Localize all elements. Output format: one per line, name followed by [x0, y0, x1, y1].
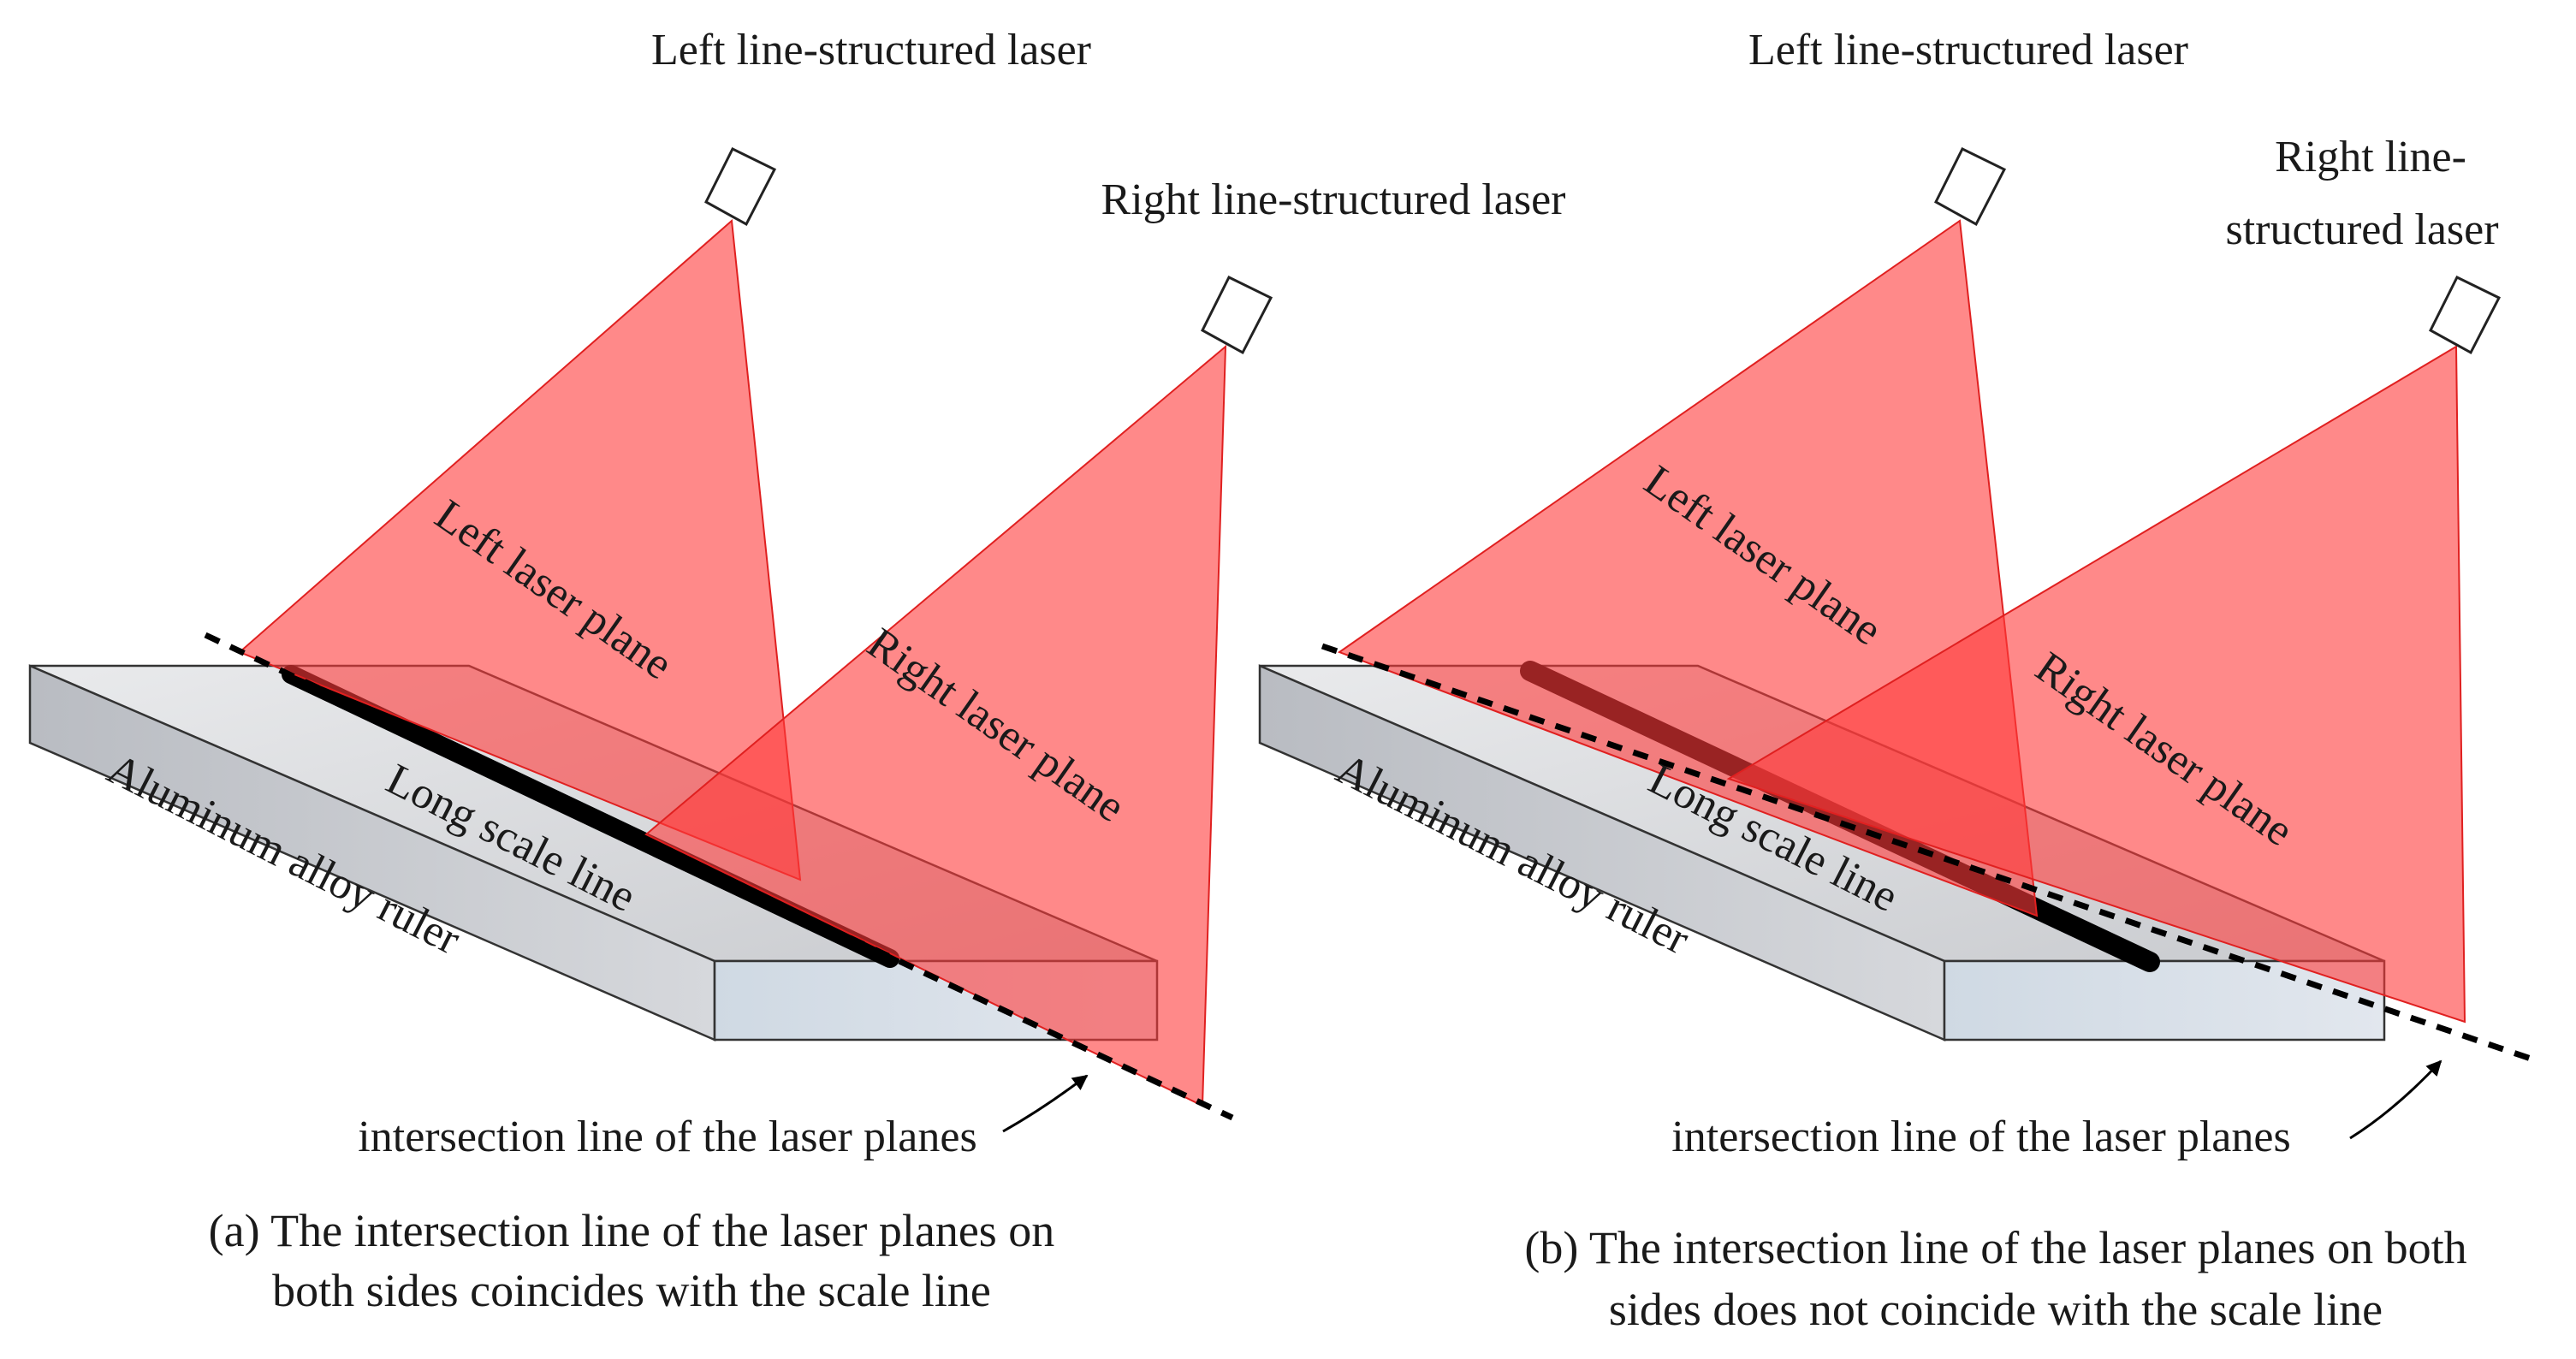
intersection-arrow-b: [2349, 1059, 2442, 1140]
caption-a-line1: (a) The intersection line of the laser p…: [209, 1205, 1055, 1256]
left-laser-device-b: [1934, 146, 2007, 227]
left-laser-plane-a: [238, 218, 802, 881]
intersection-label-b: intersection line of the laser planes: [1671, 1113, 2290, 1161]
intersection-line-a: [204, 632, 1234, 1121]
left-laser-device-a: [704, 146, 777, 227]
right-laser-plane-b: [1726, 345, 2466, 1024]
panel-a: Left line-structured laser Right line-st…: [28, 26, 1566, 1316]
caption-b-line1: (b) The intersection line of the laser p…: [1524, 1222, 2466, 1273]
intersection-arrow-a: [1002, 1074, 1089, 1133]
intersection-line-b: [1321, 643, 2535, 1063]
panel-b: Left line-structured laser Right line- s…: [1258, 26, 2535, 1335]
caption-a-line2: both sides coincides with the scale line: [272, 1265, 991, 1316]
caption-b-line2: sides does not coincide with the scale l…: [1609, 1284, 2383, 1335]
right-laser-label-a: Right line-structured laser: [1101, 175, 1566, 224]
intersection-label-a: intersection line of the laser planes: [358, 1113, 976, 1161]
left-laser-label-a: Left line-structured laser: [651, 26, 1091, 74]
right-laser-device-b: [2429, 275, 2502, 355]
right-laser-label-b-line1: Right line-: [2275, 133, 2466, 181]
right-laser-device-a: [1201, 275, 1273, 355]
right-laser-label-b-line2: structured laser: [2225, 205, 2498, 254]
right-laser-plane-a: [644, 344, 1227, 1107]
left-laser-label-b: Left line-structured laser: [1748, 26, 2188, 74]
